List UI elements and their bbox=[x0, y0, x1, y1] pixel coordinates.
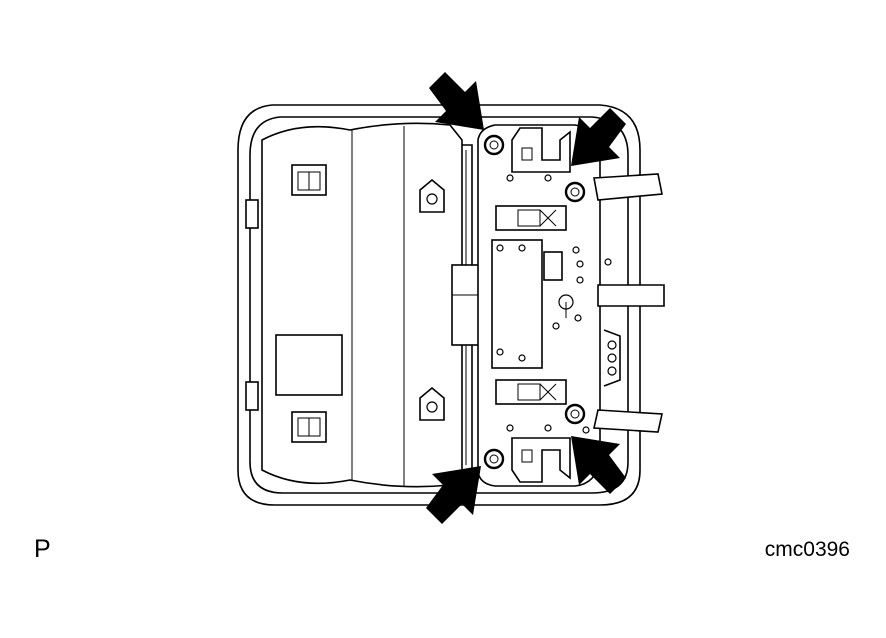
arrow-top-left bbox=[429, 72, 484, 130]
arrow-bottom-left bbox=[426, 466, 481, 524]
bolt-bottom-left bbox=[483, 448, 505, 470]
bolt-bottom-right bbox=[564, 403, 586, 425]
bracket-plate bbox=[477, 124, 612, 487]
view-letter-label: P bbox=[34, 535, 51, 563]
callout-arrows bbox=[426, 72, 626, 524]
arrow-top-right bbox=[571, 108, 626, 166]
arrow-bottom-right bbox=[571, 436, 626, 494]
mounting-tabs bbox=[593, 173, 665, 433]
screw-holes bbox=[496, 174, 612, 434]
bolt-top-right bbox=[564, 181, 586, 203]
bolts bbox=[483, 134, 586, 470]
console-housing bbox=[237, 104, 641, 506]
map-lamp-cover bbox=[261, 122, 463, 488]
figure-code-label: cmc0396 bbox=[764, 538, 850, 561]
bolt-top-left bbox=[483, 134, 505, 156]
